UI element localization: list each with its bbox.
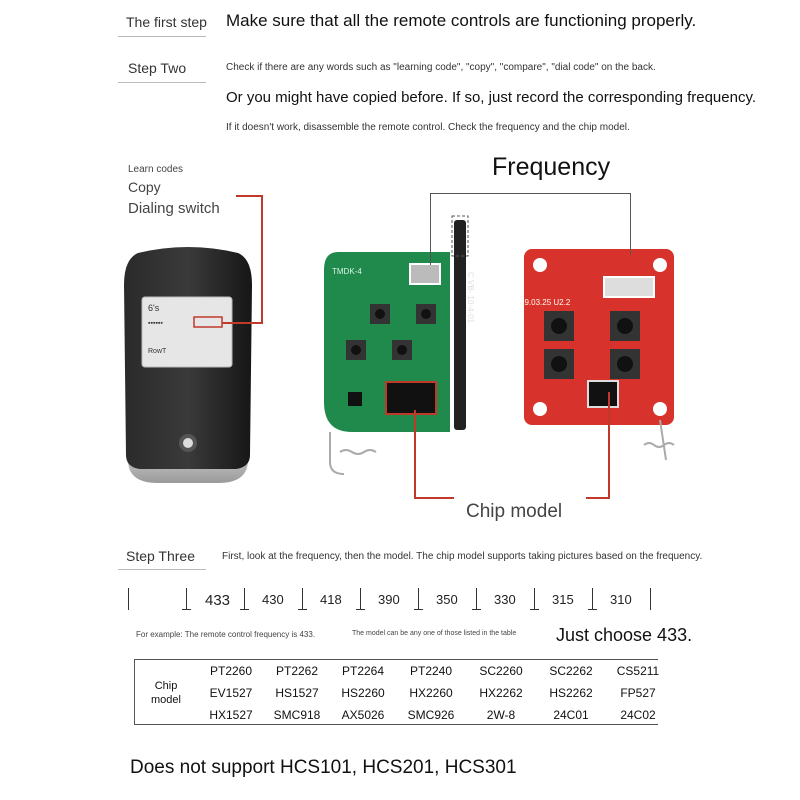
chip-cell: SMC926 xyxy=(407,708,455,722)
frequency-callout-right xyxy=(630,193,631,255)
callout-line-h2 xyxy=(236,195,263,197)
chip-cell: PT2240 xyxy=(409,664,453,678)
frequency-list-end xyxy=(650,588,651,610)
chip-model-row-label: Chip model xyxy=(134,660,198,726)
frequency-separator xyxy=(588,588,598,610)
frequency-item-433: 433 xyxy=(205,592,231,609)
chip-cell: HX1527 xyxy=(209,708,253,722)
step1-text: Make sure that all the remote controls a… xyxy=(226,11,697,30)
dialing-switch-label: Dialing switch xyxy=(128,200,220,217)
chip-cell: SC2262 xyxy=(549,664,593,678)
frequency-item-390: 390 xyxy=(378,592,400,607)
frequency-callout-left xyxy=(430,193,431,265)
chip-model-label: Chip model xyxy=(466,501,563,522)
step3-label: Step Three xyxy=(126,548,196,564)
frequency-separator xyxy=(298,588,308,610)
remote-control-image: 6's ▪▪▪▪▪▪ RowT xyxy=(124,247,252,483)
frequency-separator xyxy=(472,588,482,610)
step2-divider xyxy=(118,82,206,83)
frequency-separator xyxy=(356,588,366,610)
frequency-label: Frequency xyxy=(492,153,611,181)
frequency-item-350: 350 xyxy=(436,592,458,607)
frequency-item-310: 310 xyxy=(610,592,632,607)
callout-line-h1 xyxy=(222,322,262,324)
callout-line-v1 xyxy=(261,195,263,324)
chip-cell: SC2260 xyxy=(479,664,523,678)
example-note: The model can be any one of those listed… xyxy=(352,630,517,637)
chip-callout-bottom-left xyxy=(414,497,454,499)
table-row: Chip model PT2260 PT2262 PT2264 PT2240 S… xyxy=(134,660,670,706)
frequency-separator xyxy=(414,588,424,610)
red-pcb-image: 19.03.25 U2.2 xyxy=(520,249,675,461)
just-choose-text: Just choose 433. xyxy=(556,625,693,645)
chip-cell: HS2260 xyxy=(341,686,385,700)
chip-cell: SMC918 xyxy=(273,708,321,722)
frequency-item-330: 330 xyxy=(494,592,516,607)
table-row: HX1527 SMC918 AX5026 SMC926 2W-8 24C01 2… xyxy=(134,704,670,726)
chip-cell: PT2264 xyxy=(341,664,385,678)
green-board-label: TMDK-4 xyxy=(332,267,362,276)
svg-text:▪▪▪▪▪▪: ▪▪▪▪▪▪ xyxy=(148,320,163,327)
unsupported-chips-note: Does not support HCS101, HCS201, HCS301 xyxy=(130,757,517,778)
chip-cell: CS5211 xyxy=(616,664,660,678)
step2-label: Step Two xyxy=(128,60,187,76)
frequency-item-418: 418 xyxy=(320,592,342,607)
table-row: EV1527 HS1527 HS2260 HX2260 HX2262 HS226… xyxy=(134,682,670,704)
chip-callout-bottom-right xyxy=(586,497,610,499)
frequency-item-315: 315 xyxy=(552,592,574,607)
step3-text: First, look at the frequency, then the m… xyxy=(222,551,703,562)
chip-cell: 24C02 xyxy=(620,708,656,722)
chip-table-bottom-border xyxy=(134,724,658,725)
chip-label-line2: model xyxy=(151,694,181,706)
green-pcb-image: TMDK-4 C VB- 10-4-01 xyxy=(324,215,475,475)
frequency-separator xyxy=(530,588,540,610)
chip-callout-left xyxy=(414,410,416,498)
chip-label-line1: Chip xyxy=(154,680,178,692)
step1-divider xyxy=(118,36,206,37)
chip-cell: HX2260 xyxy=(409,686,453,700)
chip-cell: HS1527 xyxy=(275,686,319,700)
sticker-bottom-text: RowT xyxy=(148,348,167,355)
example-text: For example: The remote control frequenc… xyxy=(136,630,316,639)
green-board-side-label: C VB- 10-4-01 xyxy=(466,272,475,324)
chip-cell: AX5026 xyxy=(341,708,385,722)
chip-cell: 2W-8 xyxy=(486,708,516,722)
frequency-item-430: 430 xyxy=(262,592,284,607)
chip-cell: HS2262 xyxy=(549,686,593,700)
step2-line3: If it doesn't work, disassemble the remo… xyxy=(226,122,630,133)
frequency-separator xyxy=(182,588,192,610)
copy-label: Copy xyxy=(128,179,161,195)
chip-model-table: Chip model PT2260 PT2262 PT2264 PT2240 S… xyxy=(134,660,670,726)
red-board-label: 19.03.25 U2.2 xyxy=(520,298,571,307)
chip-cell: EV1527 xyxy=(209,686,253,700)
step2-line2: Or you might have copied before. If so, … xyxy=(226,89,757,106)
frequency-separator xyxy=(240,588,250,610)
chip-cell: 24C01 xyxy=(553,708,589,722)
learn-codes-label: Learn codes xyxy=(128,164,184,175)
frequency-callout-top xyxy=(430,193,630,194)
step1-label: The first step xyxy=(126,14,207,30)
step3-divider xyxy=(118,569,206,570)
chip-callout-right xyxy=(608,392,610,498)
sticker-top-text: 6's xyxy=(148,303,160,313)
chip-table-left-border xyxy=(134,659,135,725)
step2-line1: Check if there are any words such as "le… xyxy=(226,62,656,73)
chip-cell: FP527 xyxy=(620,686,656,700)
chip-table-top-border xyxy=(134,659,658,660)
chip-cell: HX2262 xyxy=(479,686,523,700)
chip-cell: PT2262 xyxy=(275,664,319,678)
frequency-list: 433 430 418 390 350 330 315 310 xyxy=(128,588,668,614)
chip-cell: PT2260 xyxy=(209,664,253,678)
frequency-list-start xyxy=(128,588,129,610)
